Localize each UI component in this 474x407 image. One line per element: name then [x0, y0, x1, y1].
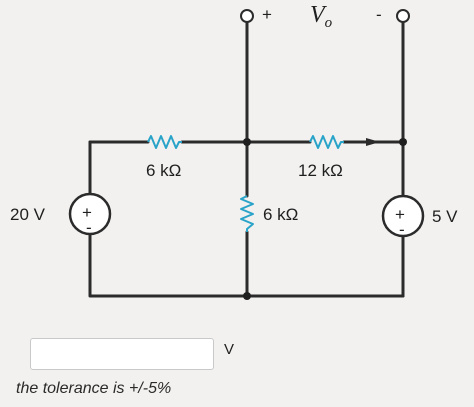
current-arrow-icon [366, 138, 380, 146]
node-bottom-middle [243, 292, 251, 300]
source-right-plus: + [395, 205, 405, 224]
wire-left-lower [88, 232, 405, 298]
resistor-middle-label: 6 kΩ [263, 205, 298, 224]
source-left-icon [68, 192, 112, 236]
resistor-left-icon [147, 135, 182, 149]
terminal-minus-icon [396, 9, 410, 23]
source-left-minus: - [86, 218, 92, 237]
node-top-right [399, 138, 407, 146]
tolerance-note: the tolerance is +/-5% [16, 380, 172, 397]
source-left-plus: + [82, 203, 92, 222]
node-top-middle [243, 138, 251, 146]
source-right-minus: - [399, 220, 405, 239]
source-left-label: 20 V [10, 205, 46, 224]
output-minus-label: - [376, 5, 382, 24]
resistor-right-icon [309, 135, 344, 149]
resistor-left-label: 6 kΩ [146, 161, 181, 180]
resistor-middle-icon [240, 195, 254, 232]
wires [88, 20, 405, 298]
output-plus-label: + [262, 5, 272, 24]
answer-unit-label: V [224, 341, 235, 358]
source-right-icon [381, 194, 425, 238]
source-right-label: 5 V [432, 207, 458, 226]
answer-input[interactable] [30, 338, 214, 370]
resistor-right-label: 12 kΩ [298, 161, 343, 180]
terminal-plus-icon [240, 9, 254, 23]
output-voltage-label: Vo [310, 2, 333, 31]
